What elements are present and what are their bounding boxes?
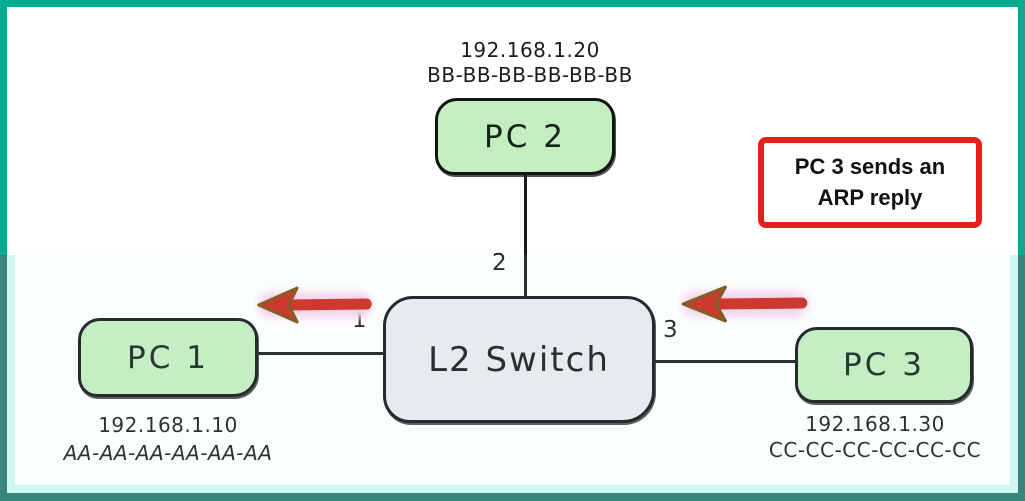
node-pc3: PC 3 (795, 327, 973, 403)
node-pc2-label: PC 2 (484, 118, 566, 155)
pc2-ip-address: 192.168.1.20 (460, 38, 600, 62)
node-l2-switch: L2 Switch (383, 296, 655, 423)
pc2-mac-address: BB-BB-BB-BB-BB-BB (427, 63, 633, 87)
switch-port-2-label: 2 (492, 250, 507, 276)
node-l2-switch-label: L2 Switch (428, 339, 610, 380)
pc3-ip-address: 192.168.1.30 (805, 412, 945, 436)
arp-reply-arrow-to-pc1-icon (257, 286, 373, 324)
pc3-mac-address: CC-CC-CC-CC-CC-CC (768, 438, 982, 462)
link-pc2-to-switch (524, 173, 527, 298)
node-pc1: PC 1 (78, 318, 258, 397)
arp-reply-callout-line2: ARP reply (817, 184, 923, 210)
pc1-ip-address: 192.168.1.10 (98, 413, 238, 437)
node-pc3-label: PC 3 (843, 347, 925, 383)
switch-port-3-label: 3 (663, 317, 678, 343)
link-pc1-to-switch (256, 352, 385, 355)
pc1-mac-address: AA-AA-AA-AA-AA-AA (63, 441, 273, 465)
arp-reply-callout: PC 3 sends an ARP reply (758, 137, 982, 228)
arp-reply-arrow-from-pc3-icon (681, 285, 808, 323)
link-pc3-to-switch (653, 360, 797, 363)
node-pc1-label: PC 1 (127, 339, 209, 376)
node-pc2: PC 2 (435, 98, 615, 175)
arp-reply-callout-line1: PC 3 sends an (794, 153, 946, 179)
